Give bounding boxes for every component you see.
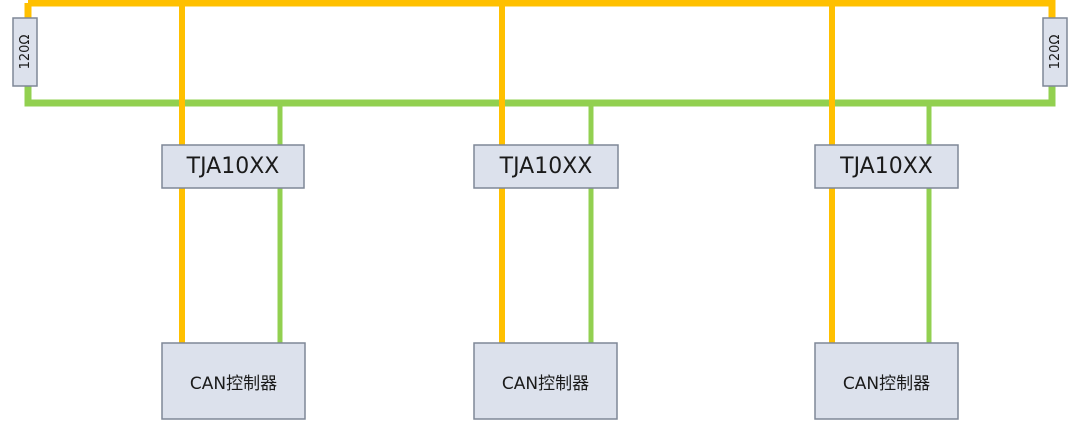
controller-box-3 xyxy=(814,342,959,420)
transceiver-box-3 xyxy=(814,144,959,189)
transceiver-box-2 xyxy=(473,144,619,189)
transceiver-box-1 xyxy=(161,144,305,189)
can-high-bus-line xyxy=(28,0,1056,20)
terminator-resistor-left xyxy=(12,17,38,87)
controller-box-2 xyxy=(473,342,618,420)
terminator-resistor-right xyxy=(1042,17,1068,87)
can-low-bus-line xyxy=(24,82,1056,107)
controller-box-1 xyxy=(161,342,306,420)
